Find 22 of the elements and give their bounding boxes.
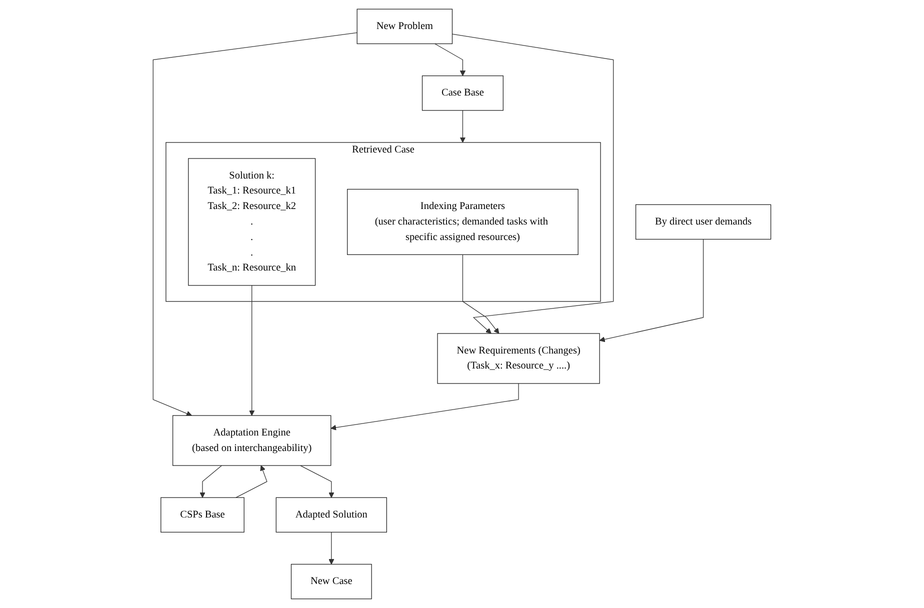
arrow <box>236 465 268 498</box>
node-box: Adapted Solution <box>276 497 388 533</box>
arrow <box>599 238 704 342</box>
node-box: CSPs Base <box>160 497 244 533</box>
arrow <box>434 43 466 76</box>
node-box: By direct user demands <box>636 204 772 240</box>
node-box: Indexing Parameters (user characteristics; demanded tasks with specific assigned resources) <box>347 188 578 255</box>
node-box: Solution k: Task_1: Resource_k1 Task_2: Resource_k2 . . . Task_n: Resource_kn <box>188 158 316 286</box>
node-box: Case Base <box>422 75 504 111</box>
node-box: New Case <box>290 564 372 600</box>
node-box: Adaptation Engine (based on interchangeability) <box>172 415 332 466</box>
arrow <box>462 254 500 334</box>
arrow <box>200 465 222 498</box>
arrow <box>300 465 334 498</box>
arrow <box>152 32 358 416</box>
arrow <box>460 110 466 143</box>
arrow <box>330 383 519 430</box>
arrow <box>452 34 614 334</box>
arrow <box>328 532 334 564</box>
arrow <box>249 285 255 416</box>
node-box: New Requirements (Changes) (Task_x: Resource_y ....) <box>437 333 600 384</box>
node-box: New Problem <box>356 8 453 44</box>
